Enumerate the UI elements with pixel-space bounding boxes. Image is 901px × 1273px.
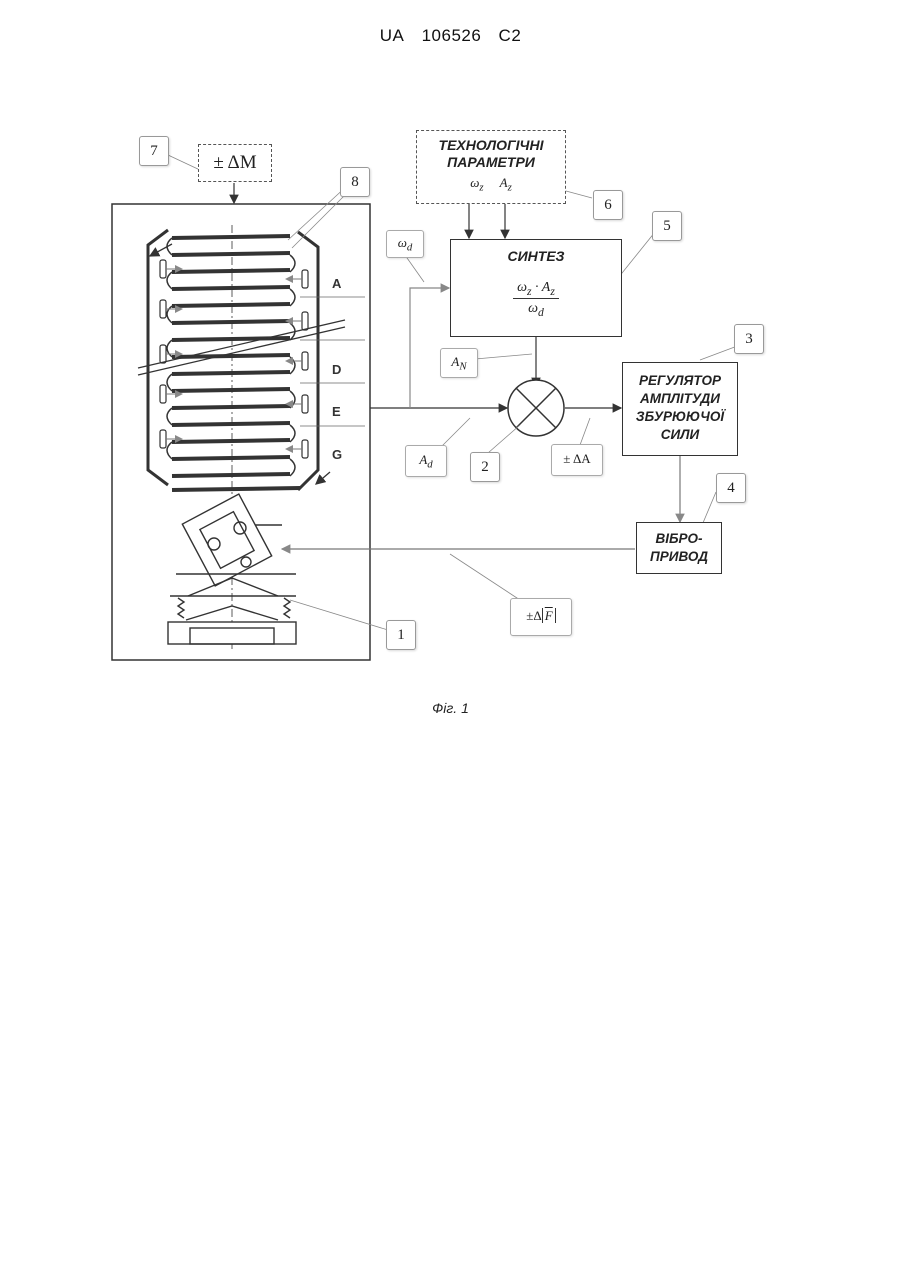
vibro-line2: ПРИВОД <box>637 548 721 566</box>
regulator-line4: СИЛИ <box>623 426 737 444</box>
a-d-sub: d <box>427 459 432 471</box>
formula-denominator: ωd <box>451 301 621 319</box>
tech-params-line1: ТЕХНОЛОГІЧНІ <box>417 137 565 154</box>
omega-d-sym: ω <box>398 235 407 250</box>
formula-numerator: ωz · Az <box>513 280 559 299</box>
vibro-line1: ВІБРО- <box>637 530 721 548</box>
tech-params-symbols: ωz Az <box>417 175 565 194</box>
signal-a-n: AN <box>440 348 478 378</box>
summing-junction <box>508 380 564 436</box>
level-letter-d: D <box>332 362 341 377</box>
regulator-line1: РЕГУЛЯТОР <box>623 372 737 390</box>
synthesis-formula: ωz · Az ωd <box>451 280 621 319</box>
signal-omega-d: ωd <box>386 230 424 258</box>
den-omega-sub: d <box>538 306 544 319</box>
callout-2: 2 <box>470 452 500 482</box>
regulator-block: РЕГУЛЯТОР АМПЛІТУДИ ЗБУРЮЮЧОЇ СИЛИ <box>622 362 738 456</box>
a-z-sub: z <box>508 182 512 194</box>
tech-params-block: ТЕХНОЛОГІЧНІ ПАРАМЕТРИ ωz Az <box>416 130 566 204</box>
level-letter-g: G <box>332 447 342 462</box>
regulator-line2: АМПЛІТУДИ <box>623 390 737 408</box>
omega-z-sym: ω <box>470 175 479 190</box>
callout-1: 1 <box>386 620 416 650</box>
signal-delta-f: ±ΔF <box>510 598 572 636</box>
omega-d-sub: d <box>407 242 412 254</box>
callout-7: 7 <box>139 136 169 166</box>
a-z-sym: A <box>500 175 508 190</box>
vibro-drive-block: ВІБРО- ПРИВОД <box>636 522 722 574</box>
den-omega: ω <box>528 301 538 316</box>
delta-f-symbol: F <box>542 608 556 623</box>
num-omega: ω <box>517 280 527 295</box>
signal-delta-a: ± ΔA <box>551 444 603 476</box>
signal-a-d: Ad <box>405 445 447 477</box>
synthesis-block: СИНТЕЗ ωz · Az ωd <box>450 239 622 337</box>
regulator-line3: ЗБУРЮЮЧОЇ <box>623 408 737 426</box>
tech-params-line2: ПАРАМЕТРИ <box>417 154 565 171</box>
figure-caption: Фіг. 1 <box>0 700 901 716</box>
level-letter-a: A <box>332 276 341 291</box>
num-a-sub: z <box>550 285 555 298</box>
callout-4: 4 <box>716 473 746 503</box>
moment-label: ± ΔM <box>199 145 271 181</box>
moment-block: ± ΔM <box>198 144 272 182</box>
a-n-sub: N <box>459 361 466 373</box>
delta-f-prefix: ±Δ <box>526 608 542 623</box>
level-letter-e: E <box>332 404 341 419</box>
num-dot: · <box>532 280 542 295</box>
callout-8: 8 <box>340 167 370 197</box>
callout-3: 3 <box>734 324 764 354</box>
omega-z-sub: z <box>479 182 483 194</box>
callout-6: 6 <box>593 190 623 220</box>
synthesis-title: СИНТЕЗ <box>451 248 621 264</box>
callout-5: 5 <box>652 211 682 241</box>
